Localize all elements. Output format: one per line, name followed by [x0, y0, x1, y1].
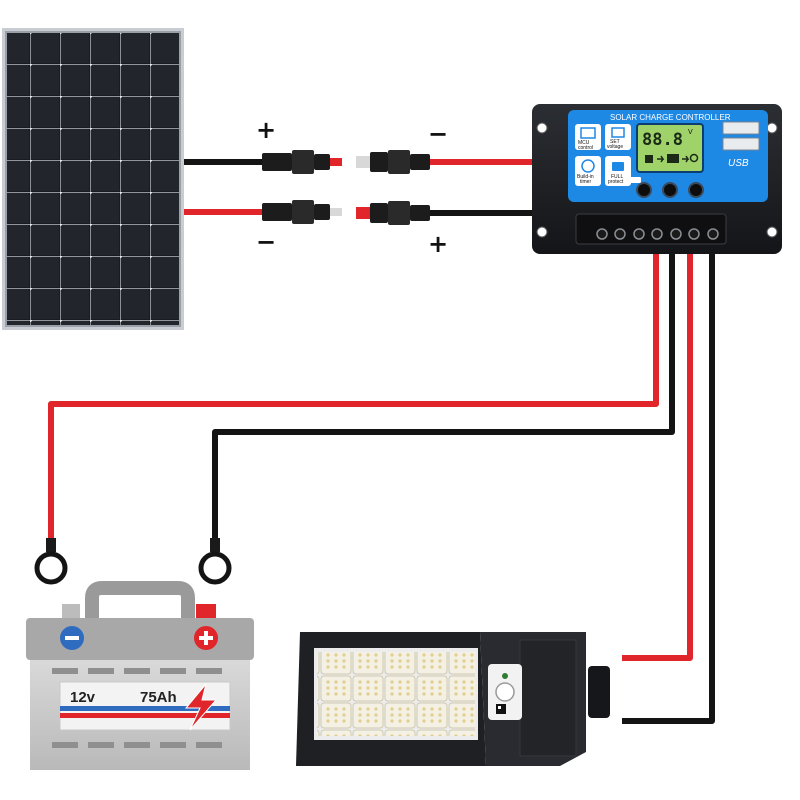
battery-black-ring-terminal [198, 538, 232, 585]
terminal-block [575, 213, 727, 245]
battery-red-ring-terminal [34, 538, 68, 585]
solar-panel-icon [2, 28, 184, 330]
mcu-badge-label: MCU [578, 140, 590, 146]
panel-top-polarity: + [256, 116, 276, 144]
usb-port-1[interactable] [722, 121, 760, 135]
battery-capacity: 75Ah [140, 689, 177, 706]
build-badge-sub: timer [580, 179, 591, 185]
usb-label: USB [728, 158, 749, 169]
lcd-status-icons [645, 153, 699, 163]
lightning-icon [184, 683, 218, 731]
clock-icon [581, 159, 595, 173]
build-in-timer-badge [575, 156, 601, 186]
lock-icon [612, 162, 624, 171]
charge-controller-icon: SOLAR CHARGE CONTROLLER MCU control Buil… [532, 104, 782, 254]
mc4-connector-male-negative [262, 200, 342, 224]
up-button[interactable] [662, 182, 678, 198]
controller-title: SOLAR CHARGE CONTROLLER [610, 113, 731, 122]
battery-black-wire [212, 252, 675, 540]
terminal-screws [596, 228, 719, 240]
mcu-badge-sub: control [578, 145, 593, 151]
load-red-wire [622, 252, 693, 661]
controller-top-polarity: − [428, 120, 448, 148]
battery-voltage: 12v [70, 689, 96, 706]
mc4-connector-female-positive [356, 201, 430, 225]
set-badge-sub: voltage [607, 144, 623, 150]
full-badge-label: FULL [611, 174, 623, 180]
load-black-wire [622, 252, 715, 724]
usb-port-2[interactable] [722, 137, 760, 151]
motion-sensor-icon [495, 682, 515, 702]
mc4-connector-male-positive [262, 150, 342, 174]
full-badge-sub: protect [608, 179, 624, 185]
battery-red-wire [48, 252, 659, 540]
down-button[interactable] [688, 182, 704, 198]
menu-button[interactable] [636, 182, 652, 198]
controller-buttons [629, 177, 704, 198]
lcd-unit: V [688, 129, 693, 136]
battery-icon: 12v 75Ah [26, 581, 254, 770]
panel-bottom-polarity: − [256, 228, 276, 256]
lcd-reading: 88.8 [642, 130, 683, 150]
build-badge-label: Build-in [577, 174, 594, 180]
solar-street-light-icon [296, 632, 610, 766]
mc4-connector-female-negative [356, 150, 430, 174]
set-badge-label: SET [610, 139, 620, 145]
controller-bottom-polarity: + [428, 230, 448, 258]
